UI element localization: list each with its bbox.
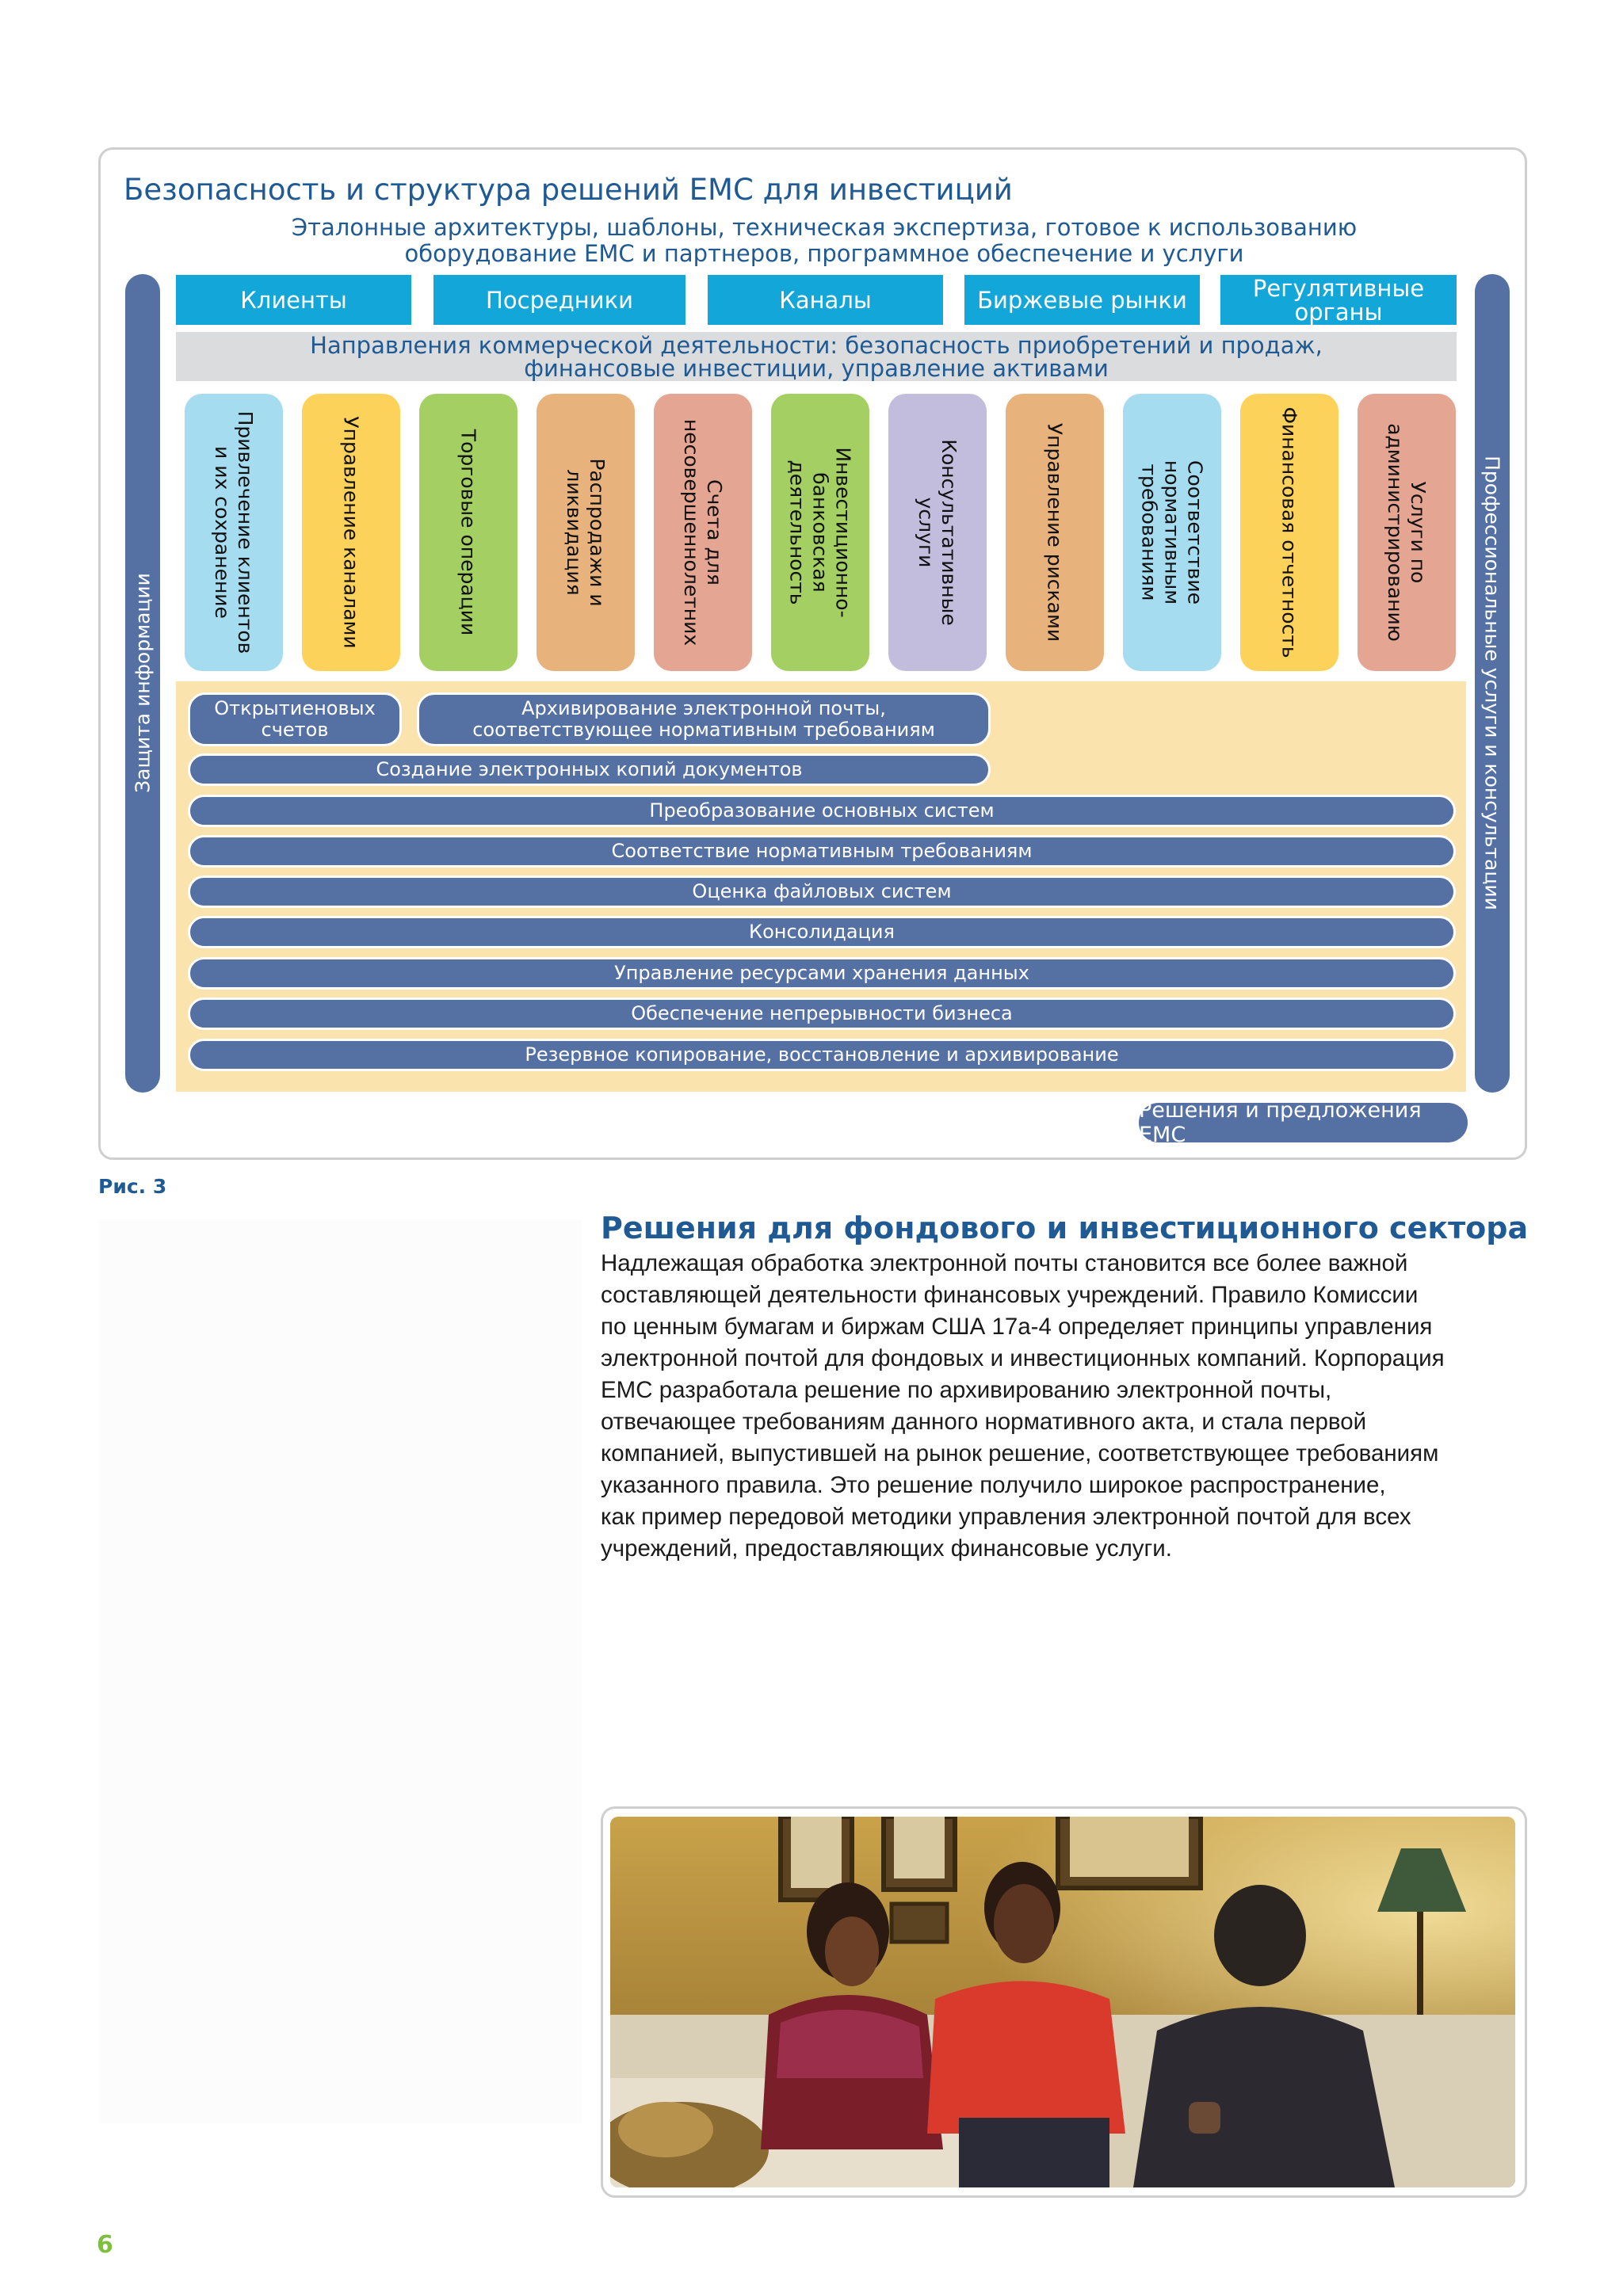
bar-account-opening: Открытиеновых счетов <box>188 692 402 746</box>
pillar-label: Торговые операции <box>457 402 480 663</box>
pillar-risk-management: Управление рисками <box>1006 394 1104 671</box>
top-box-regulators: Регулятивные органы <box>1220 275 1457 325</box>
pillar-investment-banking: Инвестиционно-банковская деятельность <box>771 394 869 671</box>
top-box-intermediaries: Посредники <box>433 275 685 325</box>
article-line: указанного правила. Это решение получило… <box>601 1470 1536 1501</box>
bar-backup-recovery: Резервное копирование, восстановление и … <box>188 1039 1456 1071</box>
business-directions-band: Направления коммерческой деятельности: б… <box>176 332 1457 381</box>
pillar-client-acquisition: Привлечение клиентов и их сохранение <box>185 394 283 671</box>
pillar-financial-reporting: Финансовая отчетность <box>1240 394 1338 671</box>
left-side-label: Защита информации <box>132 573 155 793</box>
pillar-label: Финансовая отчетность <box>1278 402 1301 663</box>
pillar-label: Управление каналами <box>340 402 363 663</box>
photo-meeting <box>610 1817 1515 2187</box>
pillar-label: Услуги по администрированию <box>1384 402 1430 663</box>
emc-solutions-badge: Решения и предложения EMC <box>1139 1103 1468 1142</box>
bar-document-copies: Создание электронных копий документов <box>188 753 991 786</box>
figure-title: Безопасность и структура решений EMC для… <box>124 173 1013 207</box>
pillar-label: Управление рисками <box>1044 402 1067 663</box>
pillar-sales-liquidation: Распродажи и ликвидация <box>537 394 635 671</box>
pillar-compliance: Соответствие нормативным требованиям <box>1123 394 1221 671</box>
figure-caption: Рис. 3 <box>98 1175 166 1198</box>
article-line: учреждений, предоставляющих финансовые у… <box>601 1533 1536 1565</box>
figure-subtitle-line2: оборудование EMC и партнеров, программно… <box>182 241 1466 267</box>
bar-consolidation: Консолидация <box>188 916 1456 948</box>
pillar-trading: Торговые операции <box>419 394 517 671</box>
pillar-advisory: Консультативные услуги <box>888 394 987 671</box>
article-line: отвечающее требованиям данного нормативн… <box>601 1406 1536 1438</box>
bar-core-transformation: Преобразование основных систем <box>188 795 1456 827</box>
bar-compliance: Соответствие нормативным требованиям <box>188 835 1456 868</box>
pillar-channel-management: Управление каналами <box>302 394 400 671</box>
article-line: компанией, выпустившей на рынок решение,… <box>601 1438 1536 1470</box>
top-box-exchanges: Биржевые рынки <box>964 275 1200 325</box>
top-box-channels: Каналы <box>708 275 943 325</box>
article-line: EMC разработала решение по архивированию… <box>601 1375 1536 1406</box>
article-line: как пример передовой методики управления… <box>601 1501 1536 1533</box>
figure-subtitle: Эталонные архитектуры, шаблоны, техничес… <box>182 215 1466 267</box>
article-title: Решения для фондового и инвестиционного … <box>601 1211 1528 1245</box>
pillar-label: Инвестиционно-банковская деятельность <box>786 402 855 663</box>
band-line2: финансовые инвестиции, управление актива… <box>176 357 1457 380</box>
pillar-label: Счета для несовершеннолетних <box>680 402 726 663</box>
pillar-label: Соответствие нормативным требованиям <box>1138 402 1207 663</box>
bar-file-system-assessment: Оценка файловых систем <box>188 875 1456 908</box>
bar-storage-management: Управление ресурсами хранения данных <box>188 957 1456 990</box>
pillar-label: Консультативные услуги <box>915 402 960 663</box>
bar-email-archiving: Архивирование электронной почты, соответ… <box>417 692 991 746</box>
band-line1: Направления коммерческой деятельности: б… <box>176 334 1457 357</box>
pillar-label: Привлечение клиентов и их сохранение <box>211 402 257 663</box>
article-line: составляющей деятельности финансовых учр… <box>601 1280 1536 1311</box>
right-side-label: Профессиональные услуги и консультации <box>1481 456 1504 910</box>
left-column-blank <box>98 1220 582 2123</box>
photo-illustration <box>610 1817 1515 2187</box>
article-body: Надлежащая обработка электронной почты с… <box>601 1248 1536 1565</box>
article-line: по ценным бумагам и биржам США 17a-4 опр… <box>601 1311 1536 1343</box>
pillar-label: Распродажи и ликвидация <box>563 402 609 663</box>
article-line: Надлежащая обработка электронной почты с… <box>601 1248 1536 1280</box>
pillar-minor-accounts: Счета для несовершеннолетних <box>654 394 752 671</box>
top-box-clients: Клиенты <box>176 275 411 325</box>
pillar-administration: Услуги по администрированию <box>1358 394 1456 671</box>
bar-business-continuity: Обеспечение непрерывности бизнеса <box>188 997 1456 1030</box>
article-line: электронной почтой для фондовых и инвест… <box>601 1343 1536 1375</box>
page-number: 6 <box>97 2231 113 2259</box>
figure-subtitle-line1: Эталонные архитектуры, шаблоны, техничес… <box>182 215 1466 241</box>
